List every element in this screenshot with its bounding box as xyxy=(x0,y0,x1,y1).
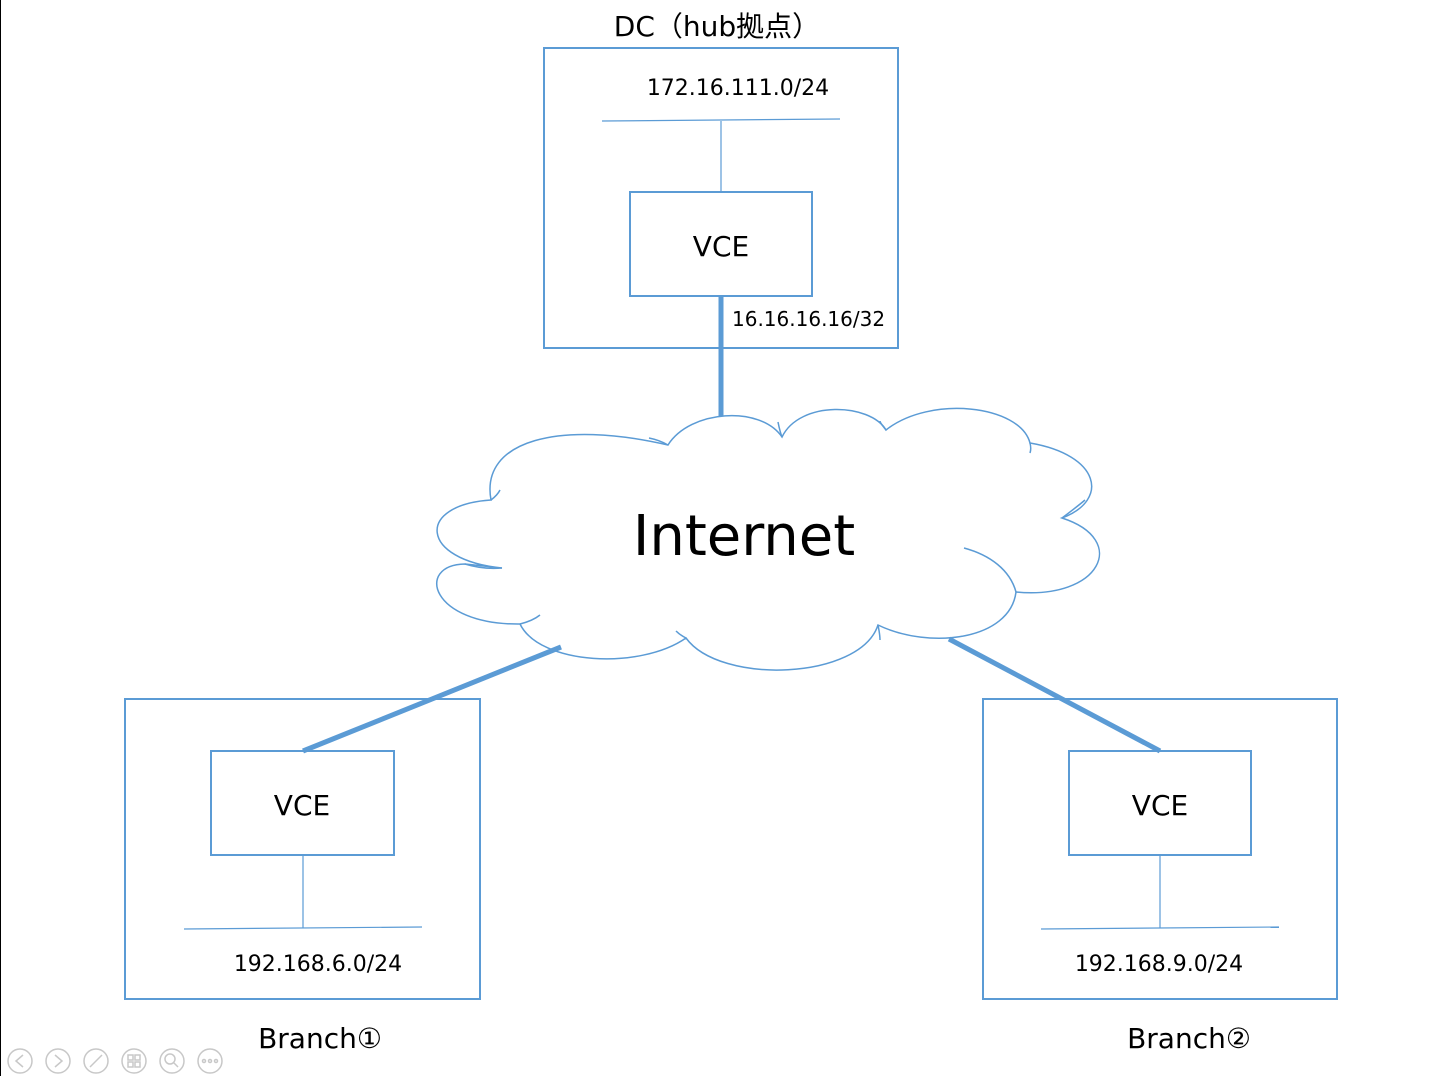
branch2-site: VCE 192.168.9.0/24 Branch② xyxy=(982,698,1338,1055)
zoom-icon[interactable] xyxy=(159,1048,185,1074)
branch1-lan-segment xyxy=(183,926,423,930)
branch1-vce-router xyxy=(210,750,395,856)
dc-vce-router xyxy=(629,191,813,297)
branch2-vce-label: VCE xyxy=(1132,789,1188,822)
branch1-site-box xyxy=(124,698,481,1000)
branch2-uplink xyxy=(947,636,1162,754)
slides-icon[interactable] xyxy=(121,1048,147,1074)
pen-icon[interactable] xyxy=(83,1048,109,1074)
more-icon[interactable] xyxy=(197,1048,223,1074)
branch1-vce-label: VCE xyxy=(274,789,330,822)
next-icon[interactable] xyxy=(45,1048,71,1074)
branch2-title: Branch② xyxy=(1127,1022,1251,1055)
branch1-site: VCE 192.168.6.0/24 Branch① xyxy=(124,698,481,1055)
branch2-lan-subnet: 192.168.9.0/24 xyxy=(1075,952,1243,977)
dc-vce-label: VCE xyxy=(693,230,749,263)
branch2-lan-segment xyxy=(1040,926,1280,930)
dc-wan-address: 16.16.16.16/32 xyxy=(732,307,885,331)
cloud-outline xyxy=(436,407,1101,671)
internet-cloud: Internet xyxy=(436,407,1101,671)
branch2-site-box xyxy=(982,698,1338,1000)
dc-title: DC（hub拠点） xyxy=(614,10,820,43)
branch1-lan-subnet: 192.168.6.0/24 xyxy=(234,952,402,977)
slideshow-controls xyxy=(7,1048,223,1074)
internet-label: Internet xyxy=(633,504,855,569)
branch1-title: Branch① xyxy=(258,1022,382,1055)
branch2-vce-router xyxy=(1068,750,1252,856)
dc-lan-segment xyxy=(601,118,841,122)
previous-icon[interactable] xyxy=(7,1048,33,1074)
dc-lan-subnet: 172.16.111.0/24 xyxy=(647,76,829,101)
